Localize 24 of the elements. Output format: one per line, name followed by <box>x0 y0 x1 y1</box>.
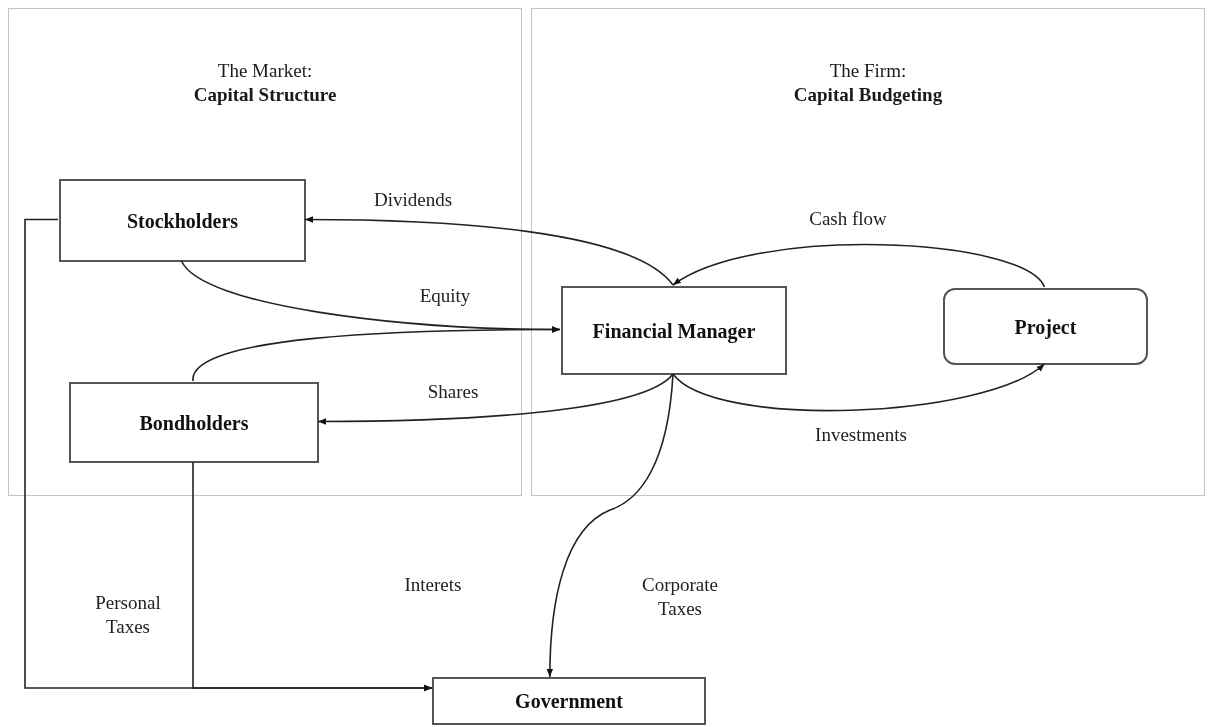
process-box <box>59 179 306 262</box>
box-label: Financial Manager <box>592 318 756 343</box>
arrow <box>546 373 674 678</box>
panel-heading: The Firm: <box>829 59 907 83</box>
process-box <box>561 286 787 375</box>
panel <box>531 8 1205 496</box>
arrow <box>192 461 433 692</box>
arrow <box>304 216 674 286</box>
panel-heading: The Market: <box>217 59 313 83</box>
arrow <box>192 326 561 382</box>
process-box <box>943 288 1148 365</box>
panel-heading: Capital Structure <box>193 83 337 107</box>
box-label: Project <box>1014 314 1077 339</box>
panel-heading: Capital Budgeting <box>793 83 943 107</box>
note-label: Interets <box>404 573 462 597</box>
arrow <box>672 363 1046 412</box>
box-label: Stockholders <box>126 208 239 233</box>
arrow <box>317 373 674 425</box>
panel <box>8 8 522 496</box>
box-label: Government <box>515 689 623 713</box>
process-box <box>69 382 319 463</box>
arrow <box>672 243 1046 288</box>
box-label: Bondholders <box>139 410 249 435</box>
process-box <box>432 677 706 725</box>
